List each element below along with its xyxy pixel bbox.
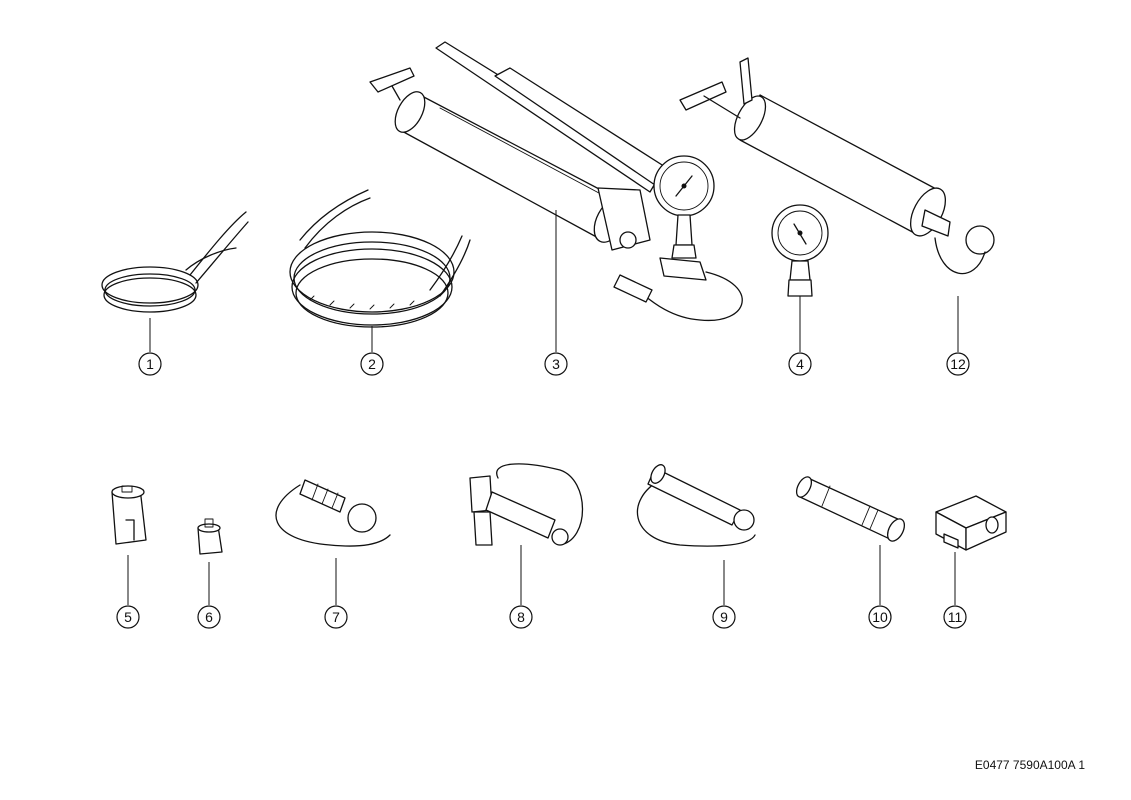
callout-label-9: 9 (720, 609, 728, 625)
part-inline-adaptor (636, 464, 756, 547)
callout-label-5: 5 (124, 609, 132, 625)
callout-9: 9 (712, 605, 736, 629)
part-union-fitting (795, 476, 906, 542)
part-socket-large (111, 485, 147, 545)
part-socket-small (197, 518, 223, 555)
callout-4: 4 (788, 352, 812, 376)
callout-5: 5 (116, 605, 140, 629)
callout-label-4: 4 (796, 356, 804, 372)
part-angle-adaptor (469, 463, 584, 546)
callout-7: 7 (324, 605, 348, 629)
callout-label-7: 7 (332, 609, 340, 625)
callout-12: 12 (946, 352, 970, 376)
part-coupling-loop (275, 479, 391, 547)
callout-3: 3 (544, 352, 568, 376)
drawing-reference-code: E0477 7590A100A 1 (974, 758, 1085, 772)
part-coiled-hose-large (289, 189, 471, 328)
part-coiled-tube-small (101, 211, 249, 313)
callout-label-3: 3 (552, 356, 560, 372)
part-elbow-fitting (935, 495, 1007, 551)
part-pressure-gauge (771, 204, 829, 297)
leader-lines (127, 210, 959, 605)
callout-label-6: 6 (205, 609, 213, 625)
callout-label-2: 2 (368, 356, 376, 372)
callout-11: 11 (943, 605, 967, 629)
callout-label-1: 1 (146, 356, 154, 372)
callout-label-12: 12 (950, 356, 966, 372)
callout-6: 6 (197, 605, 221, 629)
callout-10: 10 (868, 605, 892, 629)
callout-2: 2 (360, 352, 384, 376)
part-bleeder-pump (679, 57, 995, 275)
callout-label-11: 11 (948, 609, 963, 625)
callout-8: 8 (509, 605, 533, 629)
callout-label-8: 8 (517, 609, 525, 625)
callout-1: 1 (138, 352, 162, 376)
part-hand-pump (369, 41, 743, 322)
callout-label-10: 10 (872, 609, 888, 625)
